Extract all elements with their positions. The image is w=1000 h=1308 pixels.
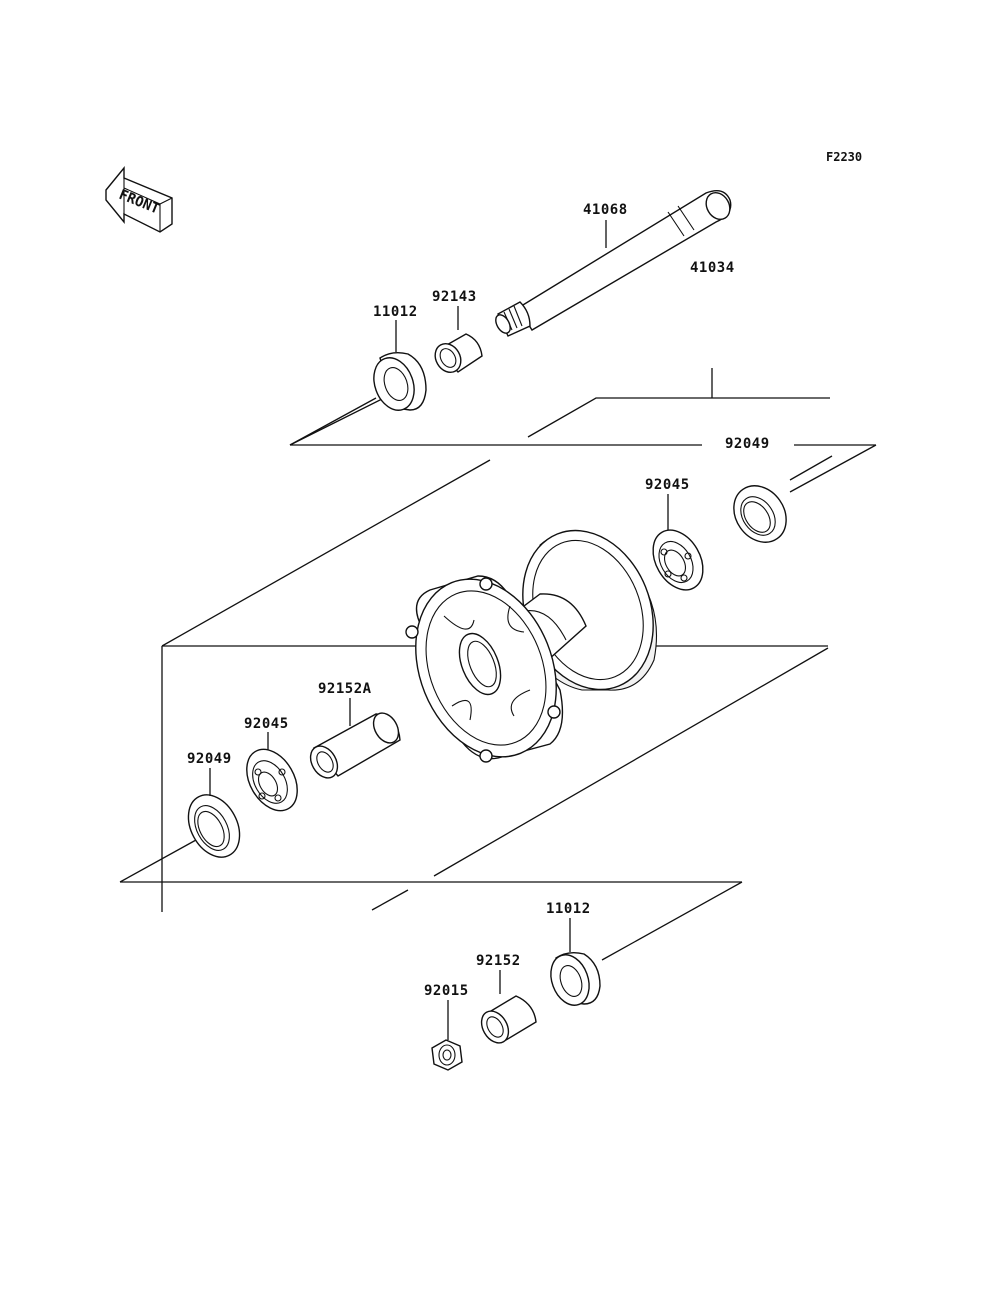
label-92015: 92015: [424, 983, 469, 999]
collar-bottom-part: [480, 995, 537, 1044]
label-41068: 41068: [583, 202, 628, 218]
label-92152A: 92152A: [318, 681, 372, 697]
label-92152: 92152: [476, 953, 521, 969]
label-92045-left: 92045: [244, 716, 289, 732]
label-92049-right: 92049: [725, 436, 770, 452]
bearing-bottom-part: [550, 951, 601, 1006]
reference-code: F2230: [826, 150, 862, 164]
spacer-part: [309, 712, 401, 779]
label-11012-bottom: 11012: [546, 901, 591, 917]
label-92049-left: 92049: [187, 751, 232, 767]
bearing-left-part: [246, 748, 298, 812]
collar-top-part: [434, 333, 483, 374]
bearing-right-part: [652, 529, 704, 591]
axle-part: [495, 190, 732, 337]
label-92045-right: 92045: [645, 477, 690, 493]
seal-left-part: [187, 794, 241, 858]
label-41034: 41034: [690, 260, 735, 276]
bearing-top-part: [373, 351, 427, 411]
seal-right-part: [733, 485, 787, 543]
label-11012-top: 11012: [373, 304, 418, 320]
front-arrow-icon: FRONT: [105, 166, 173, 233]
nut-part: [431, 1039, 463, 1071]
label-92143: 92143: [432, 289, 477, 305]
wheel-hub-part: [405, 529, 657, 763]
